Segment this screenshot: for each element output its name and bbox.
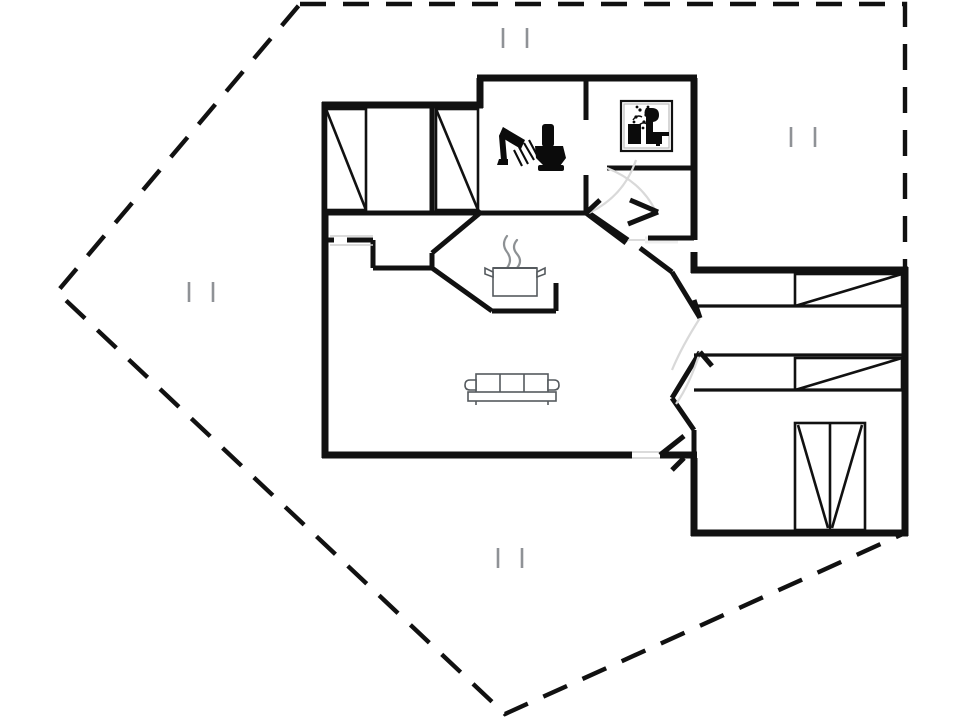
double-window-icon xyxy=(793,421,867,532)
bedroom-door-upper-right xyxy=(670,299,703,371)
sauna-icon xyxy=(619,99,674,153)
exterior-walls xyxy=(321,74,909,537)
orientation-tick-marks xyxy=(187,28,817,568)
bed-icon xyxy=(324,107,368,212)
bathroom-door xyxy=(584,159,638,215)
toilet-icon xyxy=(535,124,566,171)
hall-and-kitchen-walls xyxy=(325,188,703,458)
shower-icon xyxy=(497,127,539,167)
bed-icon xyxy=(793,356,904,392)
doors xyxy=(584,159,714,472)
bed-icon xyxy=(793,272,904,308)
sofa-icon xyxy=(464,373,560,405)
sauna-door xyxy=(606,166,659,227)
interior-walls-left-wing xyxy=(322,80,696,216)
bed-icon xyxy=(434,107,480,212)
property-boundary xyxy=(53,1,908,717)
cooking-pot-icon xyxy=(484,234,546,297)
entrance-door xyxy=(658,434,686,472)
